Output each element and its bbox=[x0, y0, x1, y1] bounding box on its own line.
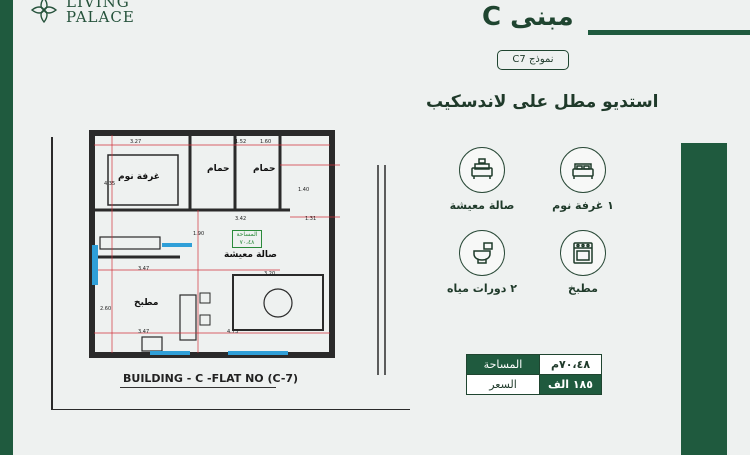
dim-label: 1.60 bbox=[260, 139, 271, 145]
bed-icon bbox=[572, 163, 594, 179]
spec-area-label: المساحة bbox=[466, 354, 540, 375]
dim-label: 1.40 bbox=[298, 187, 309, 193]
brand-line2: PALACE bbox=[66, 8, 135, 26]
sofa-icon bbox=[471, 158, 493, 179]
dim-label: 3.47 bbox=[138, 329, 149, 335]
feature-living: صالة معيشة bbox=[437, 147, 527, 212]
dim-label: 4.35 bbox=[104, 181, 115, 187]
dim-label: 2.60 bbox=[100, 306, 111, 312]
spec-row-price: السعر ١٨٥ الف bbox=[466, 374, 602, 395]
unit-subtitle: استديو مطل على لاندسكيب bbox=[426, 92, 659, 112]
dim-label: 1.52 bbox=[235, 139, 246, 145]
leaf-logo-icon bbox=[30, 0, 58, 24]
spec-table: المساحة ٧٠،٤٨م السعر ١٨٥ الف bbox=[466, 354, 602, 395]
stove-icon bbox=[573, 242, 593, 264]
plan-area-value: ٧٠،٤٨ bbox=[239, 239, 255, 246]
feature-label: صالة معيشة bbox=[449, 199, 515, 212]
plan-area-title: المساحة bbox=[236, 231, 258, 238]
feature-label: ٢ دورات مياه bbox=[447, 282, 517, 295]
room-bath-1: حمام bbox=[207, 164, 230, 174]
dim-label: 3.20 bbox=[264, 271, 275, 277]
floor-plan: 3.27 1.52 1.60 4.35 1.40 3.42 1.31 1.90 … bbox=[51, 130, 410, 410]
feature-kitchen: مطبخ bbox=[538, 230, 628, 295]
plan-caption: BUILDING - C -FLAT NO (C-7) bbox=[123, 372, 299, 385]
feature-label: ١ غرفة نوم bbox=[552, 199, 614, 212]
feature-bathrooms: ٢ دورات مياه bbox=[437, 230, 527, 295]
room-bath-2: حمام bbox=[253, 164, 276, 174]
dim-label: 4.73 bbox=[227, 329, 238, 335]
right-accent-bar bbox=[681, 143, 727, 455]
caption-underline bbox=[120, 387, 276, 388]
brand-logo: LIVING PALACE bbox=[28, 0, 135, 26]
dim-label: 3.42 bbox=[235, 216, 246, 222]
room-living: صالة معيشة bbox=[224, 250, 277, 260]
dim-label: 1.90 bbox=[193, 231, 204, 237]
dim-label: 1.31 bbox=[305, 216, 316, 222]
plan-area-box: المساحة ٧٠،٤٨ bbox=[232, 230, 262, 248]
brand-line1: LIVING bbox=[66, 0, 130, 11]
room-kitchen: مطبخ bbox=[134, 298, 159, 308]
dim-label: 3.47 bbox=[138, 266, 149, 272]
spec-row-area: المساحة ٧٠،٤٨م bbox=[466, 354, 602, 375]
spec-area-value: ٧٠،٤٨م bbox=[539, 354, 602, 375]
dim-label: 3.27 bbox=[130, 139, 141, 145]
page-title: مبنى C bbox=[482, 2, 574, 32]
spec-price-label: السعر bbox=[466, 374, 540, 395]
model-badge: نموذج C7 bbox=[497, 50, 569, 70]
left-accent-bar bbox=[0, 0, 13, 455]
title-underline bbox=[588, 30, 750, 35]
feature-bedroom: ١ غرفة نوم bbox=[538, 147, 628, 212]
feature-label: مطبخ bbox=[568, 282, 598, 295]
room-bedroom: غرفة نوم bbox=[118, 172, 160, 182]
spec-price-value: ١٨٥ الف bbox=[539, 374, 602, 395]
toilet-icon bbox=[473, 242, 493, 264]
